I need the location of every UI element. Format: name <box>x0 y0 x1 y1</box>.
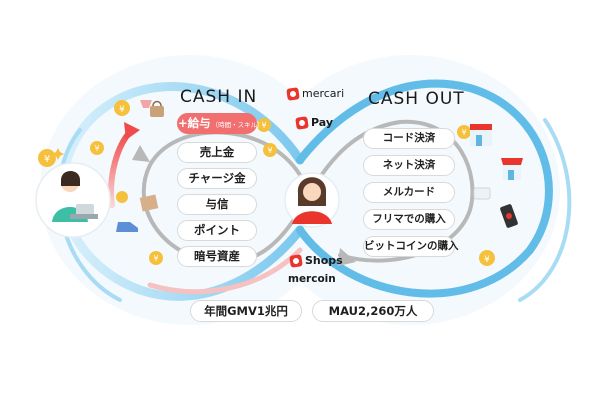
mercoin-wordmark: mercoin <box>288 273 336 285</box>
cash-in-item-label: +給与 <box>178 116 211 130</box>
svg-text:¥: ¥ <box>261 121 266 130</box>
merpay-logo: Pay <box>295 115 334 130</box>
stat-mau: MAU2,260万人 <box>312 300 434 322</box>
cash-out-item-code-payment: コード決済 <box>363 128 455 149</box>
coin-icon: ¥ <box>457 125 471 139</box>
cash-in-item-credit: 与信 <box>177 194 257 215</box>
shops-mark-icon <box>289 253 303 268</box>
svg-text:¥: ¥ <box>44 154 50 165</box>
cash-in-item-points: ポイント <box>177 220 257 241</box>
svg-text:¥: ¥ <box>267 146 272 155</box>
cash-in-item-note: （時間・スキル） <box>211 121 264 129</box>
sneaker-icon <box>116 222 138 232</box>
merpay-wordmark: Pay <box>311 116 334 129</box>
outer-ring-right <box>296 79 553 298</box>
mercari-wordmark: mercari <box>302 87 345 100</box>
person-worker-icon <box>35 162 111 238</box>
outer-ring-thin-right <box>518 118 572 302</box>
handbag-icon <box>150 100 164 117</box>
cash-in-title: CASH IN <box>180 87 258 107</box>
cash-in-item-crypto: 暗号資産 <box>177 246 257 267</box>
inner-loop-arrowhead-left <box>132 145 150 162</box>
svg-text:¥: ¥ <box>461 128 466 137</box>
cash-out-item-flea-market: フリマでの購入 <box>363 209 455 230</box>
cash-in-item-sales: 売上金 <box>177 142 257 163</box>
person-woman-icon <box>284 172 340 228</box>
inner-loop-arrowhead-right <box>338 248 356 266</box>
coin-icon: ¥ <box>114 100 130 116</box>
pink-arrowhead <box>124 122 140 140</box>
pink-arc-bottom <box>147 247 303 295</box>
store-icon <box>470 124 492 146</box>
basket-icon <box>140 100 152 108</box>
shop-icon <box>501 158 523 180</box>
svg-text:¥: ¥ <box>119 105 125 115</box>
box-icon <box>139 194 159 212</box>
svg-text:¥: ¥ <box>153 254 158 263</box>
coin-icon: ¥ <box>257 118 271 132</box>
card-icon <box>473 187 491 200</box>
cash-out-item-bitcoin: ビットコインの購入 <box>363 236 459 257</box>
coin-icon <box>116 191 128 203</box>
svg-text:¥: ¥ <box>94 144 99 153</box>
cash-out-item-mercard: メルカード <box>363 182 455 203</box>
cash-out-item-online-payment: ネット決済 <box>363 155 455 176</box>
coin-icon: ¥ <box>263 143 277 157</box>
stat-gmv: 年間GMV1兆円 <box>190 300 302 322</box>
mercari-mark-icon <box>286 86 300 101</box>
merpay-mark-icon <box>295 115 309 130</box>
mercoin-logo: mercoin <box>288 273 336 285</box>
phone-icon <box>500 204 518 228</box>
cash-out-title: CASH OUT <box>368 89 465 109</box>
shops-logo: Shops <box>289 253 343 268</box>
coin-icon: ¥ <box>38 149 56 167</box>
coin-icon: ¥ <box>479 250 495 266</box>
coin-icon: ¥ <box>90 141 104 155</box>
shops-wordmark: Shops <box>305 254 343 267</box>
cash-in-item-charge: チャージ金 <box>177 168 257 189</box>
mercari-logo: mercari <box>286 86 345 101</box>
sparkle-icon <box>52 148 64 160</box>
cash-in-item-salary: +給与（時間・スキル） <box>177 113 264 134</box>
svg-text:¥: ¥ <box>484 255 490 265</box>
coin-icon: ¥ <box>149 251 163 265</box>
